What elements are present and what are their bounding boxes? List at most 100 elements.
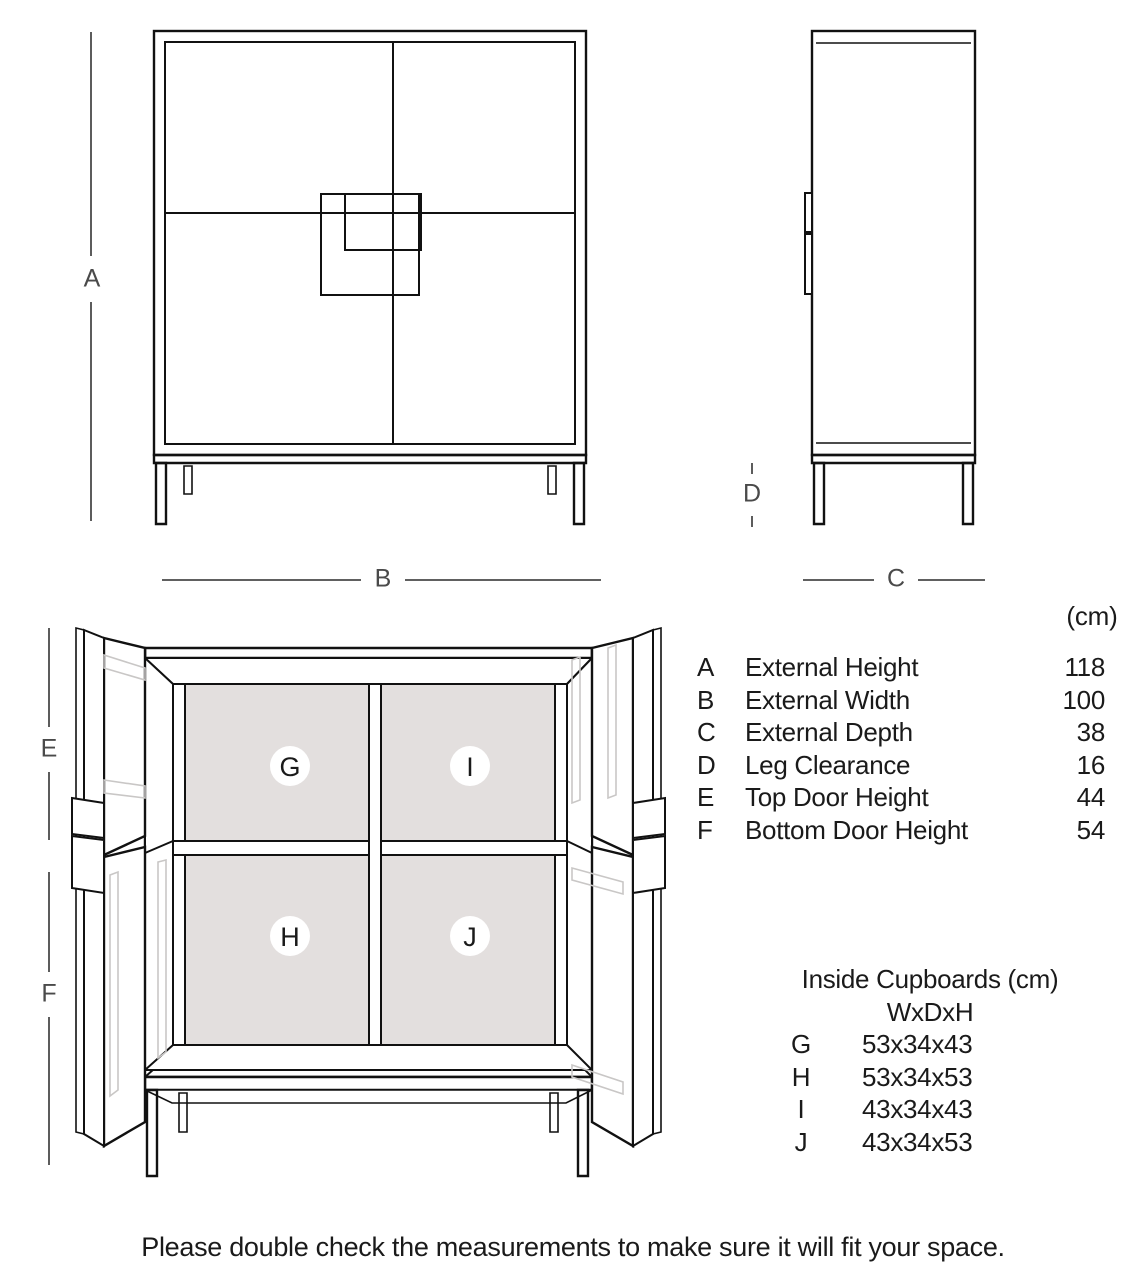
front-handle-lower: [344, 193, 422, 251]
table-row: B External Width 100: [697, 685, 1105, 718]
measurement-disclaimer: Please double check the measurements to …: [141, 1232, 1005, 1262]
table-row: H 53x34x53: [770, 1062, 1090, 1095]
front-leg-rear-left: [183, 465, 193, 495]
open-inner-floor: [142, 1044, 595, 1071]
front-leg-right: [572, 461, 586, 526]
side-leg-rear: [961, 461, 975, 526]
compartment-j-letter: J: [463, 922, 477, 952]
dimension-label-c-text: External Depth: [745, 717, 913, 748]
table-row: G 53x34x43: [770, 1029, 1090, 1062]
inside-key-h: H: [791, 1061, 811, 1092]
dimension-label-a: A: [84, 265, 101, 293]
front-base-rail: [152, 453, 588, 465]
compartment-g-badge: [270, 746, 310, 786]
door-right-handle-lower: [632, 834, 666, 895]
dimension-key-f: F: [697, 814, 713, 845]
table-row: A External Height 118: [697, 652, 1105, 685]
door-left-handle-upper: [71, 796, 105, 840]
inside-value-h: 53x34x53: [862, 1061, 973, 1092]
compartment-i-panel: [380, 683, 556, 842]
door-right-handle-upper: [632, 796, 666, 840]
side-handle-lower: [804, 233, 813, 295]
door-upper-right-panel: [590, 636, 635, 857]
open-leg-front-right: [576, 1088, 590, 1178]
dimension-label-c: C: [887, 565, 905, 593]
door-upper-left-reflection-bottom: [103, 779, 146, 799]
door-upper-right-reflection-outer: [607, 643, 617, 800]
door-lower-left-edge: [83, 847, 105, 1148]
door-upper-left-reflection-top: [103, 653, 146, 682]
dimension-value-c: 38: [1076, 717, 1106, 748]
side-outer-body: [810, 29, 977, 457]
inside-key-j: J: [794, 1126, 808, 1157]
dimension-value-f: 54: [1076, 814, 1106, 845]
open-leg-rear-left: [178, 1092, 188, 1133]
inside-key-g: G: [791, 1029, 811, 1059]
side-handle-upper: [804, 192, 813, 233]
units-header: (cm): [1066, 601, 1118, 631]
inside-value-i: 43x34x43: [862, 1094, 973, 1125]
dimension-key-b: B: [697, 684, 715, 715]
dimension-key-e: E: [697, 782, 715, 813]
compartment-g-letter: G: [279, 752, 300, 782]
door-lower-left-reflection-outer: [109, 870, 119, 1098]
open-base-rail-perspective: [144, 1089, 593, 1104]
front-outer-body: [152, 29, 588, 457]
door-lower-right-reflection-top: [571, 866, 624, 896]
open-shelf-left-edge: [144, 840, 174, 854]
open-leg-rear-right: [549, 1092, 559, 1133]
dimension-label-b-text: External Width: [745, 684, 910, 715]
table-row: F Bottom Door Height 54: [697, 815, 1105, 848]
compartment-i-badge: [450, 746, 490, 786]
table-row: D Leg Clearance 16: [697, 750, 1105, 783]
dimension-key-a: A: [697, 652, 715, 682]
dimension-value-a: 118: [1064, 652, 1105, 682]
side-leg-front: [812, 461, 826, 526]
open-left-inner-wall: [144, 655, 174, 1080]
dimension-key-d: D: [697, 749, 716, 780]
front-inner-frame: [164, 41, 576, 445]
inside-cupboards-table: Inside Cupboards (cm) WxDxH G 53x34x43 H…: [770, 963, 1090, 1159]
open-center-divider: [368, 683, 382, 1053]
door-lower-right-reflection-bottom: [571, 1063, 624, 1096]
table-row: C External Depth 38: [697, 717, 1105, 750]
door-lower-right-edge: [632, 847, 654, 1148]
inside-cupboards-subtitle: WxDxH: [886, 997, 974, 1027]
table-row: E Top Door Height 44: [697, 782, 1105, 815]
door-upper-right-reflection-inner: [571, 655, 581, 805]
open-carcass-top-inner: [142, 657, 595, 685]
dimension-value-d: 16: [1076, 749, 1106, 780]
open-base-rail: [143, 1075, 594, 1092]
compartment-i-letter: I: [466, 752, 474, 782]
inside-value-g: 53x34x43: [862, 1029, 973, 1059]
dimension-label-f-text: Bottom Door Height: [745, 814, 968, 845]
door-left-handle-lower: [71, 834, 105, 895]
inside-key-i: I: [797, 1094, 805, 1125]
dimension-label-a-text: External Height: [745, 652, 919, 682]
table-row: I 43x34x43: [770, 1094, 1090, 1127]
compartment-h-badge: [270, 916, 310, 956]
inside-value-j: 43x34x53: [862, 1126, 973, 1157]
dimension-value-e: 44: [1076, 782, 1106, 813]
side-view: D C: [743, 29, 985, 593]
inside-cupboards-title: Inside Cupboards (cm): [801, 964, 1059, 994]
front-leg-rear-right: [547, 465, 557, 495]
dimension-label-f: F: [41, 980, 56, 1008]
compartment-g-panel: [184, 683, 370, 842]
dimension-label-d-text: Leg Clearance: [745, 749, 911, 780]
dimension-label-e-text: Top Door Height: [745, 782, 929, 813]
dimension-table: A External Height 118 B External Width 1…: [697, 652, 1105, 848]
dimension-label-b: B: [375, 565, 392, 593]
compartment-j-badge: [450, 916, 490, 956]
dimension-label-d: D: [743, 480, 761, 508]
open-leg-front-left: [145, 1088, 159, 1178]
door-lower-left-reflection-inner: [157, 858, 167, 1060]
open-carcass-top: [143, 646, 594, 660]
open-shelf-right-edge: [566, 840, 593, 854]
table-row: J 43x34x53: [770, 1127, 1090, 1160]
front-leg-left: [154, 461, 168, 526]
dimension-label-e: E: [41, 735, 58, 763]
